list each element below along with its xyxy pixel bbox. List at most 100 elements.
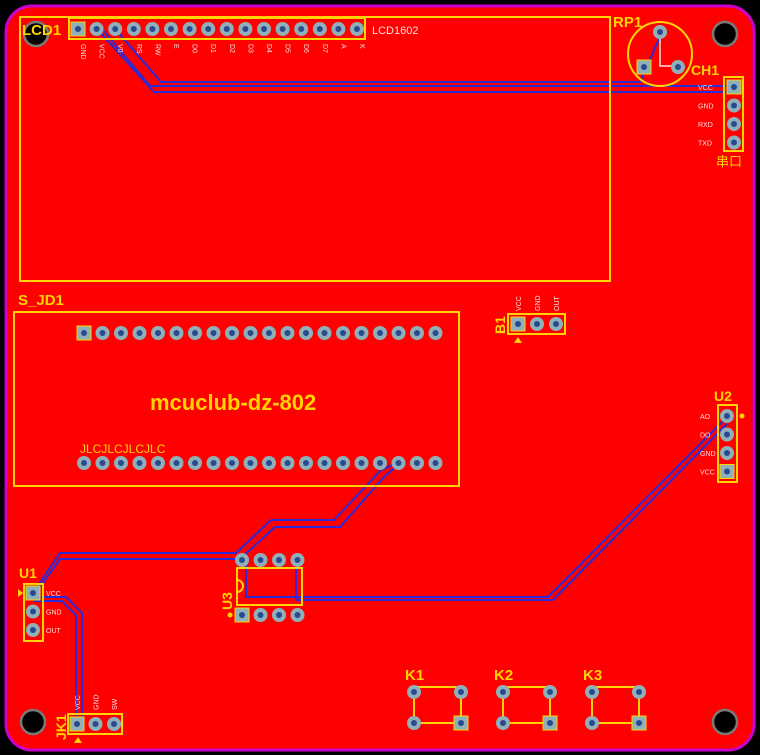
- pin-label: E: [172, 44, 179, 49]
- pad-hole: [266, 460, 272, 466]
- pad-hole: [210, 460, 217, 466]
- pin-label: D6: [302, 44, 309, 53]
- pin-label: D1: [209, 44, 216, 53]
- potentiometer-footprint: RP1: [613, 14, 693, 87]
- pad-hole: [276, 557, 282, 563]
- pad-hole: [30, 608, 36, 615]
- pin-label: V0: [116, 44, 123, 53]
- pad-hole: [321, 330, 328, 336]
- pad-hole: [229, 330, 235, 336]
- pad-hole: [155, 460, 161, 466]
- pad-hole: [321, 460, 328, 466]
- pad-hole: [239, 612, 245, 618]
- pad-hole: [335, 26, 342, 32]
- pad-hole: [724, 468, 730, 475]
- pin-label: GND: [46, 610, 62, 617]
- pad-hole: [118, 330, 124, 336]
- pad-hole: [500, 720, 506, 726]
- key-switch-k1: K1: [405, 667, 469, 731]
- key-designator: K2: [494, 667, 513, 684]
- pin-label: RXD: [698, 122, 713, 129]
- pad-hole: [136, 460, 143, 466]
- pad-hole: [340, 460, 346, 466]
- pad-hole: [731, 102, 737, 109]
- pin-label: OUT: [46, 628, 62, 635]
- pin-label: GND: [535, 295, 542, 311]
- serial-label: 串口: [716, 154, 742, 169]
- pad-hole: [294, 557, 301, 563]
- pad-hole: [93, 26, 100, 32]
- pad-hole: [118, 460, 124, 466]
- pad-hole: [279, 26, 286, 32]
- pad-hole: [247, 330, 254, 336]
- sensor-designator: U2: [714, 388, 732, 404]
- pad-hole: [92, 721, 99, 727]
- pin-label: VCC: [700, 470, 715, 477]
- pad-hole: [553, 321, 559, 327]
- pad-hole: [284, 330, 291, 336]
- pin-label: GND: [94, 694, 101, 710]
- pad-hole: [354, 26, 360, 32]
- pad-hole: [395, 330, 402, 336]
- pin-label: GND: [698, 104, 714, 111]
- pad-hole: [515, 321, 521, 327]
- pin-label: K: [358, 44, 365, 49]
- pad-hole: [377, 330, 383, 336]
- pad-hole: [149, 26, 156, 32]
- pad-hole: [247, 460, 254, 466]
- pad-hole: [547, 720, 553, 726]
- pad-hole: [731, 139, 737, 146]
- pad-hole: [294, 612, 301, 618]
- mounting-hole: [22, 20, 50, 48]
- mounting-hole: [711, 708, 739, 736]
- board-title: mcuclub-dz-802: [150, 390, 316, 415]
- pad-hole: [75, 26, 81, 32]
- pad-hole: [229, 460, 235, 466]
- pad-hole: [136, 330, 143, 336]
- key-designator: K1: [405, 667, 424, 684]
- pad-hole: [303, 330, 309, 336]
- pin-label: D2: [228, 44, 235, 53]
- mcu-designator: S_JD1: [18, 292, 64, 309]
- lcd-designator: LCD1: [22, 22, 61, 39]
- pin-label: RS: [135, 44, 142, 54]
- pad-hole: [636, 720, 642, 726]
- pin-label: GND: [700, 451, 716, 458]
- pad-hole: [303, 460, 309, 466]
- pin-label: A: [339, 44, 346, 49]
- chip-designator: U3: [219, 592, 235, 610]
- pin-label: TXD: [698, 141, 712, 148]
- pad-hole: [414, 460, 420, 466]
- pad-hole: [414, 330, 420, 336]
- pin-label: D0: [191, 44, 198, 53]
- pad-hole: [724, 413, 730, 419]
- pad-hole: [173, 330, 180, 336]
- pad: [641, 64, 647, 70]
- board-outline: [4, 4, 756, 752]
- pad-hole: [724, 450, 730, 456]
- pad-hole: [111, 721, 117, 727]
- mounting-hole: [711, 20, 739, 48]
- pad-hole: [316, 26, 323, 32]
- pad-hole: [81, 330, 87, 336]
- pad-hole: [534, 321, 540, 327]
- pin-label: SW: [112, 698, 119, 710]
- pad-hole: [298, 26, 305, 32]
- pad-hole: [589, 720, 595, 726]
- pin-label: VCC: [516, 296, 523, 311]
- key-switch-k3: K3: [583, 667, 647, 731]
- pad-hole: [432, 460, 439, 466]
- buzzer-designator: B1: [492, 316, 508, 334]
- mounting-holes: [19, 20, 739, 736]
- pad-hole: [636, 689, 642, 695]
- pad-hole: [547, 689, 553, 695]
- pin-label: GND: [79, 44, 86, 60]
- keys: K1 K2 K3: [405, 667, 647, 731]
- chip-footprint: U3: [219, 553, 305, 623]
- mcu-module-footprint: S_JD1 mcuclub-dz-802 JLCJLCJLCJLC: [13, 292, 460, 487]
- pin-label: VCC: [75, 695, 82, 710]
- pad-hole: [74, 721, 80, 727]
- pad-hole: [205, 26, 212, 32]
